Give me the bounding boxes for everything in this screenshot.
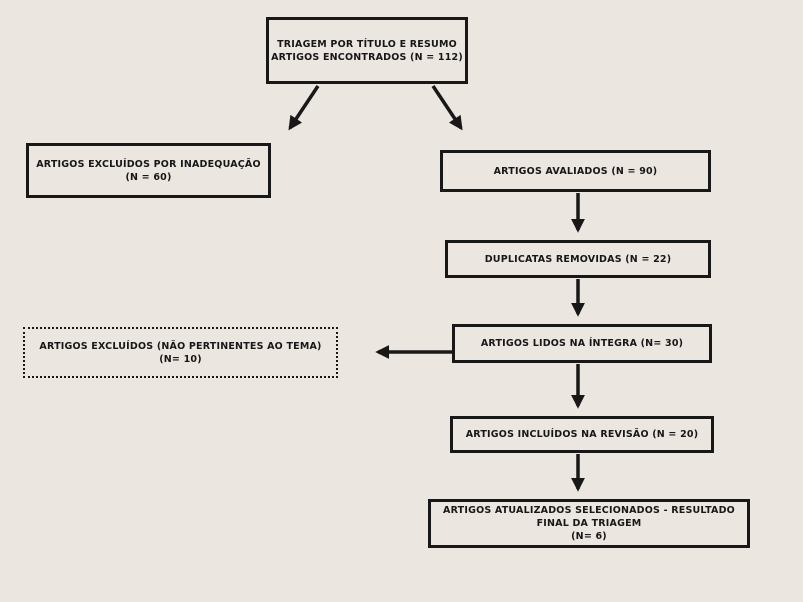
node-duplicatas: DUPLICATAS REMOVIDAS (N = 22) [445,240,711,278]
node-resultado-final: ARTIGOS ATUALIZADOS SELECIONADOS - RESUL… [428,499,750,548]
node-incluidos-revisao: ARTIGOS INCLUÍDOS NA REVISÃO (N = 20) [450,416,714,453]
node-avaliados: ARTIGOS AVALIADOS (N = 90) [440,150,711,192]
node-excluidos-tema-line-1: ARTIGOS EXCLUÍDOS (NÃO PERTINENTES AO TE… [39,340,322,352]
node-avaliados-line-1: ARTIGOS AVALIADOS (N = 90) [493,165,658,177]
node-excluidos-tema: ARTIGOS EXCLUÍDOS (NÃO PERTINENTES AO TE… [23,327,338,378]
node-incluidos-revisao-line-1: ARTIGOS INCLUÍDOS NA REVISÃO (N = 20) [465,429,699,440]
node-triagem: TRIAGEM POR TÍTULO E RESUMO ARTIGOS ENCO… [266,17,468,84]
node-lidos-integra-line-1: ARTIGOS LIDOS NA ÍNTEGRA (N= 30) [480,338,684,349]
node-duplicatas-line-1: DUPLICATAS REMOVIDAS (N = 22) [484,253,672,265]
node-excluidos-inadequacao: ARTIGOS EXCLUÍDOS POR INADEQUAÇÃO (N = 6… [26,143,271,198]
node-resultado-final-line-2: FINAL DA TRIAGEM [536,518,642,529]
node-lidos-integra: ARTIGOS LIDOS NA ÍNTEGRA (N= 30) [452,324,712,363]
node-resultado-final-line-1: ARTIGOS ATUALIZADOS SELECIONADOS - RESUL… [443,505,735,516]
node-triagem-line-2: ARTIGOS ENCONTRADOS (N = 112) [271,51,463,63]
node-triagem-line-1: TRIAGEM POR TÍTULO E RESUMO [277,38,457,50]
node-excluidos-inadequacao-line-1: ARTIGOS EXCLUÍDOS POR INADEQUAÇÃO [36,158,261,170]
node-excluidos-inadequacao-line-2: (N = 60) [125,171,172,183]
arrow-triagem-to-avaliados [431,85,463,131]
node-excluidos-tema-line-2: (N= 10) [159,353,202,365]
node-resultado-final-line-3: (N= 6) [571,531,607,542]
arrow-triagem-to-excluidos-inadequacao [288,85,320,131]
